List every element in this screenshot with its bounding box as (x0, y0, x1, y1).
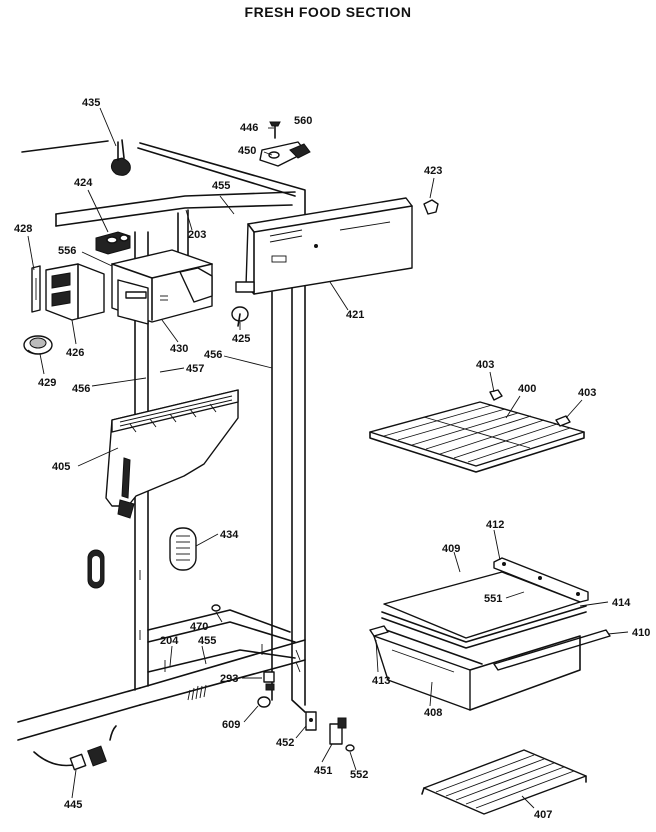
label-421: 421 (346, 309, 364, 321)
label-425: 425 (232, 333, 250, 345)
label-412: 412 (486, 519, 504, 531)
label-400: 400 (518, 383, 536, 395)
label-456-upper: 456 (204, 349, 222, 361)
label-434: 434 (220, 529, 239, 541)
label-424: 424 (74, 177, 93, 189)
wire-shelf-407 (421, 749, 587, 815)
switch-451 (329, 717, 347, 745)
rail-410 (493, 629, 611, 671)
lamp-429 (23, 335, 53, 355)
part-labels: 435 446 560 450 424 455 203 423 428 556 … (14, 97, 650, 821)
screw-446-560 (269, 121, 281, 139)
part-609 (257, 696, 271, 708)
label-455-top: 455 (212, 180, 230, 192)
label-407: 407 (534, 809, 552, 821)
label-450: 450 (238, 145, 256, 157)
label-410: 410 (632, 627, 650, 639)
cord-445 (33, 725, 117, 771)
label-429: 429 (38, 377, 56, 389)
wire-shelf-400 (369, 401, 585, 473)
leader-lines (27, 107, 629, 809)
label-552: 552 (350, 769, 368, 781)
shelf-clip-403-left (489, 389, 503, 401)
slide-413 (369, 625, 389, 637)
label-435: 435 (82, 97, 100, 109)
bulb-423 (423, 199, 439, 215)
light-shield-426 (45, 263, 105, 321)
light-bulb-435 (110, 139, 131, 176)
label-293: 293 (220, 673, 238, 685)
air-duct-405 (105, 389, 239, 519)
light-socket-424 (95, 231, 131, 255)
shelf-clip-403-right (555, 415, 571, 427)
shelf-frame-414 (381, 605, 587, 649)
label-609: 609 (222, 719, 240, 731)
diagram-title: FRESH FOOD SECTION (244, 4, 412, 20)
label-403-left: 403 (476, 359, 494, 371)
label-430: 430 (170, 343, 188, 355)
label-457: 457 (186, 363, 204, 375)
screw-552 (345, 744, 355, 752)
label-455-bottom: 455 (198, 635, 216, 647)
slide-rail-412 (493, 557, 589, 603)
label-423: 423 (424, 165, 442, 177)
label-560: 560 (294, 115, 312, 127)
label-403-right: 403 (578, 387, 596, 399)
clip-470 (211, 604, 221, 612)
label-414: 414 (612, 597, 631, 609)
label-445: 445 (64, 799, 82, 811)
label-426: 426 (66, 347, 84, 359)
label-451: 451 (314, 765, 332, 777)
label-446: 446 (240, 122, 258, 134)
glass-shelf-409 (383, 571, 581, 639)
control-housing-430 (111, 249, 213, 325)
pad-434 (169, 527, 197, 571)
knob-425 (231, 306, 249, 327)
label-408: 408 (424, 707, 442, 719)
label-452: 452 (276, 737, 294, 749)
label-428: 428 (14, 223, 32, 235)
bracket-428 (31, 265, 41, 313)
label-204: 204 (160, 635, 179, 647)
plug-293 (263, 671, 275, 691)
label-556: 556 (58, 245, 76, 257)
label-470: 470 (190, 621, 208, 633)
control-panel-421 (235, 197, 413, 295)
label-456-lower: 456 (72, 383, 90, 395)
label-409: 409 (442, 543, 460, 555)
hinge-450 (259, 141, 311, 167)
label-203: 203 (188, 229, 206, 241)
label-405: 405 (52, 461, 70, 473)
bracket-452 (305, 711, 317, 731)
mullion-456 (271, 284, 306, 713)
label-413: 413 (372, 675, 390, 687)
crisper-pan-408 (373, 629, 581, 711)
label-551: 551 (484, 593, 502, 605)
pad-left (87, 549, 105, 589)
